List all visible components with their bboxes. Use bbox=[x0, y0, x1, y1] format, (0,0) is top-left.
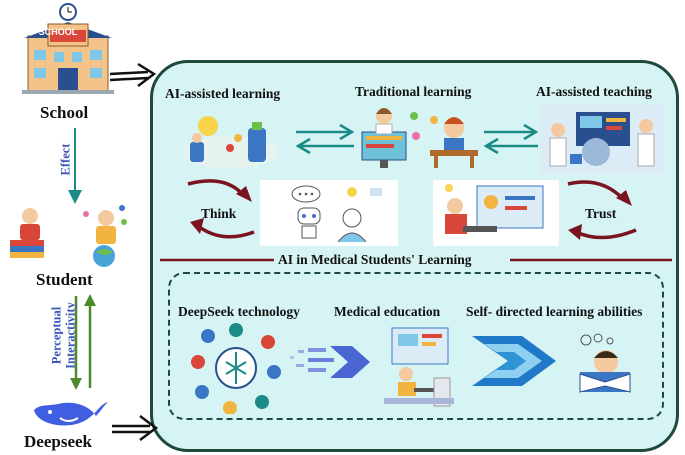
effect-label: Effect bbox=[58, 143, 73, 176]
teaching-exchange-arrows bbox=[483, 123, 539, 155]
trust-cycle-arrows bbox=[567, 180, 637, 240]
perceptual-label: Perceptual bbox=[49, 306, 64, 365]
medical-education-label: Medical education bbox=[334, 304, 441, 319]
interactivity-arrows bbox=[70, 294, 96, 390]
traditional-learning-label: Traditional learning bbox=[355, 84, 472, 99]
tech-to-education-arrow bbox=[290, 346, 370, 378]
ai-assisted-teaching-label: AI-assisted teaching bbox=[536, 84, 652, 99]
education-to-self-directed-arrow bbox=[472, 336, 556, 386]
deepseek-to-panel-arrow bbox=[112, 415, 159, 441]
self-directed-label: Self- directed learning abilities bbox=[466, 304, 643, 319]
ai-teaching-illustration-icon bbox=[549, 112, 655, 167]
deepseek-dashed-panel bbox=[168, 272, 664, 420]
deepseek-technology-label: DeepSeek technology bbox=[178, 304, 300, 319]
student-label: Student bbox=[36, 270, 93, 289]
trust-illustration-icon bbox=[445, 184, 544, 234]
technology-hub-icon bbox=[191, 323, 281, 414]
school-building-icon bbox=[22, 3, 114, 94]
center-title: AI in Medical Students' Learning bbox=[278, 252, 472, 267]
school-label: School bbox=[40, 103, 89, 122]
self-directed-reader-icon bbox=[579, 333, 631, 393]
student-desk-illustration-icon bbox=[430, 116, 478, 168]
deepseek-label: Deepseek bbox=[24, 432, 92, 451]
medical-education-illustration-icon bbox=[384, 327, 454, 407]
deepseek-whale-icon bbox=[34, 402, 108, 426]
school-sign-text: SCHOOL bbox=[38, 27, 78, 37]
think-cycle-arrows bbox=[187, 179, 255, 239]
center-title-divider bbox=[160, 258, 672, 262]
ai-learning-illustration-icon bbox=[182, 116, 278, 168]
think-label: Think bbox=[201, 206, 237, 221]
learning-exchange-arrows bbox=[295, 123, 355, 155]
effect-arrow bbox=[68, 128, 82, 204]
ai-assisted-learning-label: AI-assisted learning bbox=[165, 86, 281, 101]
robot-human-dialogue-icon bbox=[291, 185, 382, 243]
interactivity-label: Interactivity bbox=[63, 302, 78, 369]
school-to-panel-arrow bbox=[109, 62, 157, 87]
trust-label: Trust bbox=[585, 206, 617, 221]
students-illustration-icon bbox=[10, 205, 127, 267]
teacher-illustration-icon bbox=[361, 108, 420, 168]
